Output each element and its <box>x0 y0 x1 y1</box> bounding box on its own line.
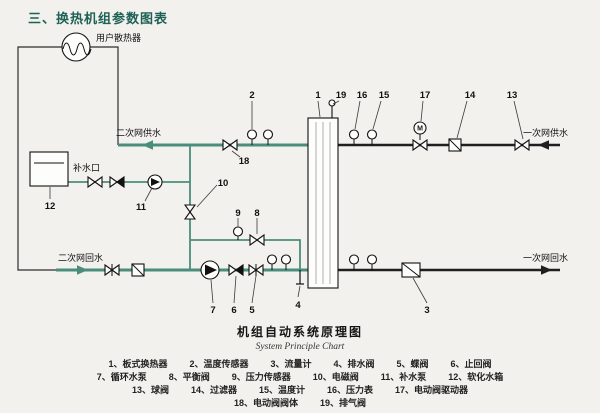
flow-arrow-secondary-return <box>77 265 88 275</box>
legend-item: 18、电动阀阀体 <box>233 398 298 408</box>
flow-arrow-secondary-supply <box>142 140 153 150</box>
legend-item: 12、软化水箱 <box>448 372 504 382</box>
callout-15: 15 <box>379 90 390 101</box>
callout-10: 10 <box>218 178 229 189</box>
user-loop-pipe <box>17 46 62 271</box>
electric-valve-body-symbol <box>222 138 238 152</box>
legend: 1、板式换热器 2、温度传感器 3、流量计 4、排水阀 5、蝶阀 6、止回阀 7… <box>0 358 600 410</box>
callout-17: 17 <box>420 90 431 101</box>
label-makeup-port: 补水口 <box>73 162 100 173</box>
callout-2: 2 <box>249 90 254 101</box>
temperature-sensor-symbol <box>246 129 258 145</box>
butterfly-valve-symbol <box>248 263 264 277</box>
legend-item: 9、压力传感器 <box>231 372 291 382</box>
softened-water-tank-symbol <box>29 151 69 187</box>
check-valve-symbol <box>228 263 244 277</box>
primary-thermometer-symbol <box>366 129 378 145</box>
legend-item: 2、温度传感器 <box>189 359 249 369</box>
bypass-pipe <box>190 239 301 270</box>
user-loop-pipe-right <box>90 46 119 145</box>
diagram-subtitle-en: System Principle Chart <box>255 342 345 352</box>
legend-item: 3、流量计 <box>270 359 312 369</box>
legend-item: 4、排水阀 <box>333 359 375 369</box>
balance-valve-symbol <box>249 233 265 247</box>
callout-12: 12 <box>45 201 56 212</box>
diagram-subtitle-cn: 机组自动系统原理图 <box>236 325 363 339</box>
page-title: 三、换热机组参数图表 <box>28 11 169 26</box>
air-vent-symbol <box>328 99 336 118</box>
legend-item: 15、温度计 <box>258 385 305 395</box>
radiator-symbol <box>61 32 92 62</box>
ball-valve-symbol <box>514 138 530 152</box>
callout-7: 7 <box>210 305 215 316</box>
electric-control-valve-symbol: M <box>412 121 428 152</box>
circulation-pump-symbol <box>200 260 220 280</box>
legend-item: 19、排气阀 <box>320 398 367 408</box>
callout-19: 19 <box>336 90 347 101</box>
return-strainer-symbol <box>131 263 145 277</box>
legend-item: 11、补水泵 <box>380 372 427 382</box>
callout-leaders <box>49 100 524 304</box>
callout-16: 16 <box>357 90 368 101</box>
legend-row-2: 7、循环水泵 8、平衡阀 9、压力传感器 10、电磁阀 11、补水泵 12、软化… <box>0 371 600 384</box>
pressure-sensor-symbol <box>232 226 244 240</box>
callout-3: 3 <box>424 305 429 316</box>
flow-arrow-primary-supply <box>538 140 549 150</box>
legend-item: 6、止回阀 <box>450 359 492 369</box>
legend-row-3: 13、球阀 14、过滤器 15、温度计 16、压力表 17、电动阀驱动器 <box>0 384 600 397</box>
makeup-check-valve-symbol <box>109 175 125 189</box>
legend-item: 1、板式换热器 <box>108 359 168 369</box>
legend-item: 8、平衡阀 <box>168 372 210 382</box>
callout-13: 13 <box>507 90 518 101</box>
motor-letter: M <box>417 126 423 133</box>
callout-4: 4 <box>295 300 301 311</box>
makeup-pump-symbol <box>147 174 163 190</box>
flow-meter-symbol <box>401 262 421 278</box>
callout-14: 14 <box>465 90 476 101</box>
label-primary-return: 一次网回水 <box>523 252 568 263</box>
legend-item: 13、球阀 <box>131 385 169 395</box>
callout-18: 18 <box>239 156 250 167</box>
callout-1: 1 <box>315 90 321 101</box>
label-secondary-return: 二次网回水 <box>58 252 103 263</box>
system-schematic: 用户散热器 二次网供水 二次网回水 一次网供水 一次网回水 补水口 <box>17 32 568 316</box>
return-pressure-gauge-symbol <box>280 254 292 270</box>
label-radiator: 用户散热器 <box>96 32 141 43</box>
solenoid-valve-symbol <box>183 204 197 220</box>
makeup-valve-symbol <box>87 175 103 189</box>
legend-row-1: 1、板式换热器 2、温度传感器 3、流量计 4、排水阀 5、蝶阀 6、止回阀 <box>0 358 600 371</box>
legend-item: 17、电动阀驱动器 <box>395 385 469 395</box>
legend-item: 10、电磁阀 <box>312 372 359 382</box>
legend-item: 16、压力表 <box>327 385 374 395</box>
flow-arrow-primary-return <box>541 265 552 275</box>
legend-row-4: 18、电动阀阀体 19、排气阀 <box>0 397 600 410</box>
filter-symbol <box>448 138 462 152</box>
return-temperature-gauge-symbol <box>266 254 278 270</box>
callout-8: 8 <box>254 208 259 219</box>
legend-item: 5、蝶阀 <box>396 359 429 369</box>
footer: 机组自动系统原理图 System Principle Chart 1、板式换热器… <box>0 323 600 410</box>
legend-item: 7、循环水泵 <box>96 372 147 382</box>
label-secondary-supply: 二次网供水 <box>116 127 161 138</box>
label-primary-supply: 一次网供水 <box>523 127 568 138</box>
primary-return-gauge-1-symbol <box>348 254 360 270</box>
drain-valve-symbol <box>296 270 304 285</box>
callout-6: 6 <box>231 305 236 316</box>
legend-item: 14、过滤器 <box>190 385 237 395</box>
callout-9: 9 <box>235 208 240 219</box>
pressure-gauge-symbol <box>262 129 274 145</box>
primary-return-gauge-2-symbol <box>366 254 378 270</box>
return-butterfly-valve-symbol <box>104 263 120 277</box>
callout-5: 5 <box>249 305 255 316</box>
primary-pressure-gauge-symbol <box>348 129 360 145</box>
callout-11: 11 <box>136 202 147 213</box>
heat-exchanger-symbol <box>307 117 339 289</box>
